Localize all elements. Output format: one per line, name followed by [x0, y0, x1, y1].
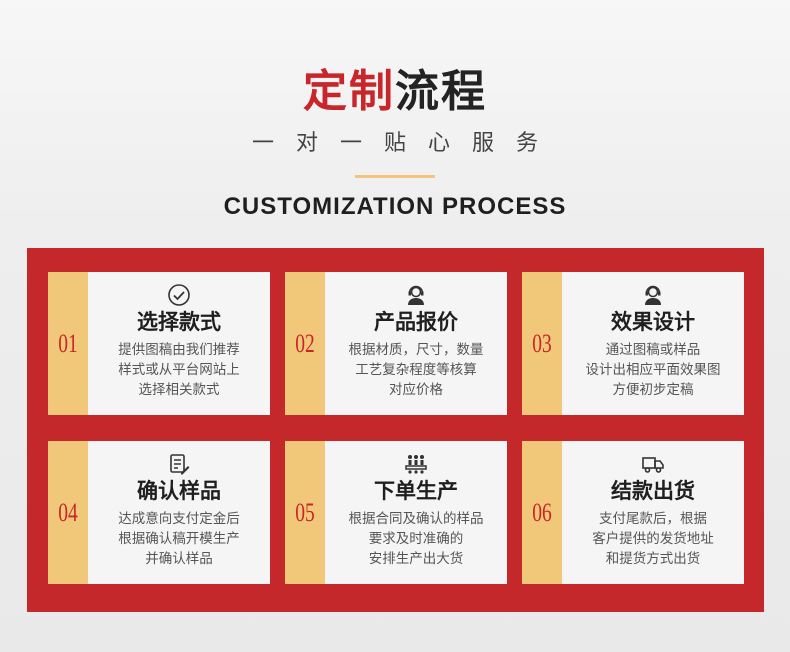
check-circle-icon [167, 283, 191, 307]
step-description: 根据材质，尺寸，数量 工艺复杂程度等核算 对应价格 [348, 342, 484, 398]
headset-agent-icon [404, 283, 428, 307]
step-title: 确认样品 [137, 479, 221, 503]
step-description: 达成意向支付定金后 根据确认稿开模生产 并确认样品 [118, 511, 240, 567]
step-card-2: 02 产品报价 根据材质，尺寸，数量 工艺复杂程度等核算 对应价格 [285, 272, 507, 415]
step-number: 02 [285, 272, 325, 415]
step-description: 提供图稿由我们推荐 样式或从平台网站上 选择相关款式 [118, 342, 240, 398]
step-card-6: 06 结款出货 支付尾款后，根据 客户提供的发货地址 和提货方式出货 [522, 441, 744, 584]
step-number: 05 [285, 441, 325, 584]
step-number: 03 [522, 272, 562, 415]
page-title-red: 定制 [303, 66, 395, 117]
step-title: 选择款式 [137, 310, 221, 334]
step-number: 01 [48, 272, 88, 415]
step-number: 06 [522, 441, 562, 584]
step-title: 效果设计 [611, 310, 695, 334]
page-title: 定制流程 [0, 64, 790, 120]
step-title: 下单生产 [374, 479, 458, 503]
page-subtitle: 一对一贴心服务 [251, 131, 560, 156]
step-title: 结款出货 [611, 479, 695, 503]
headset-agent-icon [641, 283, 665, 307]
production-line-icon [404, 452, 428, 476]
step-card-4: 04 确认样品 达成意向支付定金后 根据确认稿开模生产 并确认样品 [48, 441, 270, 584]
step-card-5: 05 下单生产 根据合同及确认的样品 要求及时准确的 安排生产出大货 [285, 441, 507, 584]
step-description: 通过图稿或样品 设计出相应平面效果图 方便初步定稿 [585, 342, 721, 398]
step-number: 04 [48, 441, 88, 584]
step-card-3: 03 效果设计 通过图稿或样品 设计出相应平面效果图 方便初步定稿 [522, 272, 744, 415]
page-title-black: 流程 [395, 66, 487, 117]
title-underline [355, 175, 435, 178]
english-title: CUSTOMIZATION PROCESS [223, 193, 567, 220]
step-description: 支付尾款后，根据 客户提供的发货地址 和提货方式出货 [592, 511, 714, 567]
step-card-1: 01 选择款式 提供图稿由我们推荐 样式或从平台网站上 选择相关款式 [48, 272, 270, 415]
step-title: 产品报价 [374, 310, 458, 334]
delivery-truck-icon [641, 452, 665, 476]
step-description: 根据合同及确认的样品 要求及时准确的 安排生产出大货 [348, 511, 484, 567]
document-edit-icon [167, 452, 191, 476]
